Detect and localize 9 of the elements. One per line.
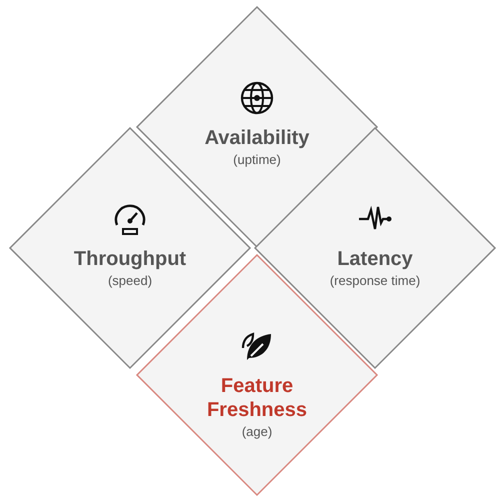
card-title: Availability	[204, 126, 310, 150]
card-title: Feature Freshness	[206, 374, 308, 422]
card-title: Latency	[337, 247, 413, 271]
card-subtitle: (uptime)	[233, 152, 281, 167]
diamond-card	[135, 5, 379, 249]
card-subtitle: (speed)	[108, 273, 152, 288]
card-title: Throughput	[74, 247, 186, 271]
card-subtitle: (age)	[242, 424, 272, 439]
card-subtitle: (response time)	[330, 273, 420, 288]
